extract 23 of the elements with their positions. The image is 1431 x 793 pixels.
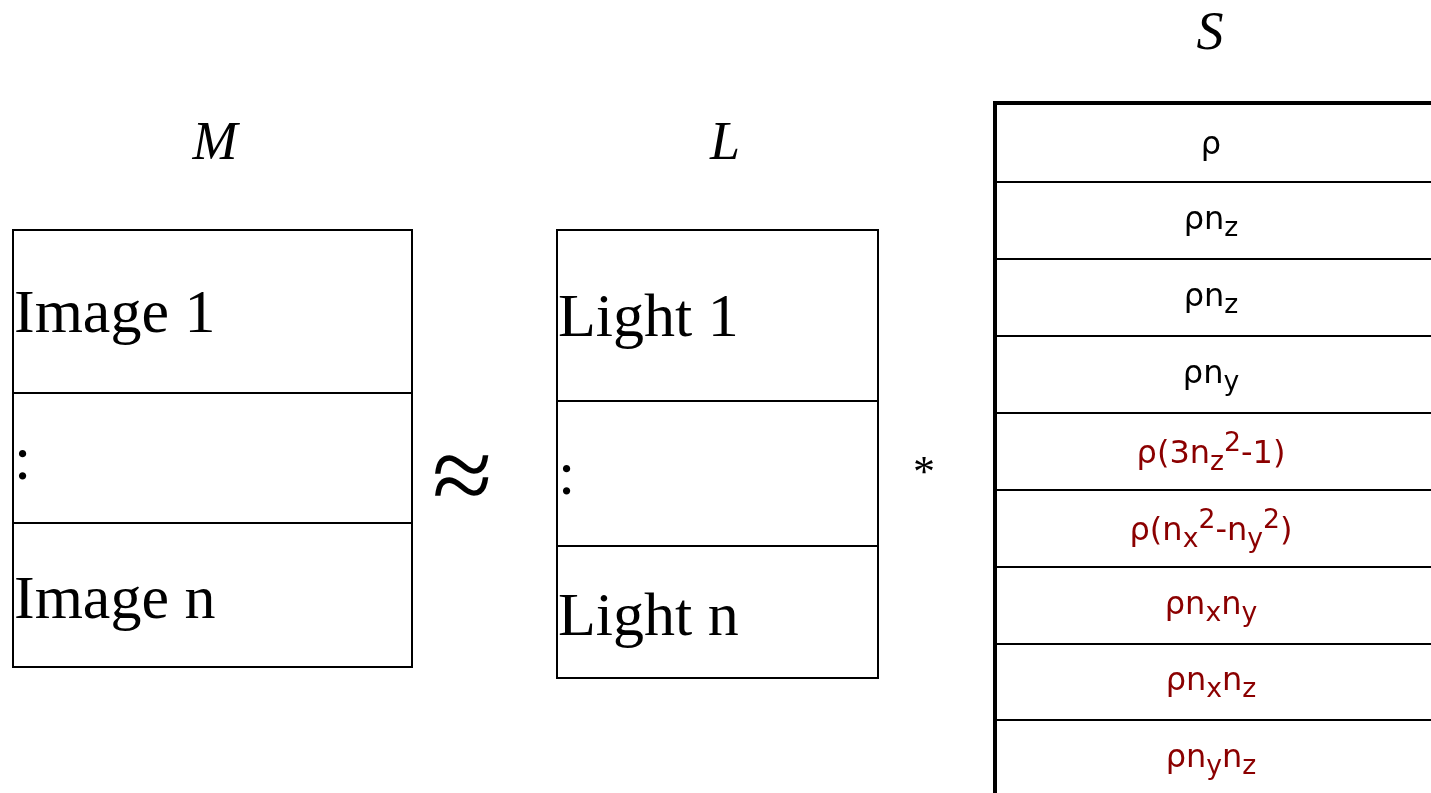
row-text: ρn$_{z}$ (1183, 198, 1239, 243)
multiplication-sign: * (913, 450, 935, 494)
row-text: : (14, 422, 32, 494)
approximately-equal-sign: ≈ (432, 420, 493, 530)
row-text: ρ (1200, 124, 1222, 162)
row-text: ρn$_{x}$n$_{y}$ (1164, 583, 1258, 628)
row-text: Light n (558, 578, 739, 650)
vector-table (993, 101, 1431, 793)
row-text: Image n (14, 561, 216, 633)
row-text: Light 1 (558, 280, 739, 351)
row-text: ρn$_{x}$n$_{z}$ (1165, 660, 1257, 704)
matrix-box (12, 229, 413, 668)
matrix-title: L (710, 110, 740, 172)
row-text: ρn$_{y}$n$_{z}$ (1165, 737, 1257, 781)
row-text: ρn$_{y}$ (1182, 352, 1240, 397)
matrix-box (556, 229, 879, 679)
row-text: ρn$_{z}$ (1183, 275, 1239, 320)
row-text: : (558, 438, 576, 509)
row-text: ρ(3n$_{z}$$^{2}$-1) (1136, 426, 1286, 477)
row-text: Image 1 (14, 276, 216, 347)
row-text: ρ(n$_{x}$$^{2}$-n$_{y}$$^{2}$) (1129, 503, 1293, 554)
matrix-title: M (192, 110, 238, 172)
matrix-title: S (1196, 0, 1224, 62)
